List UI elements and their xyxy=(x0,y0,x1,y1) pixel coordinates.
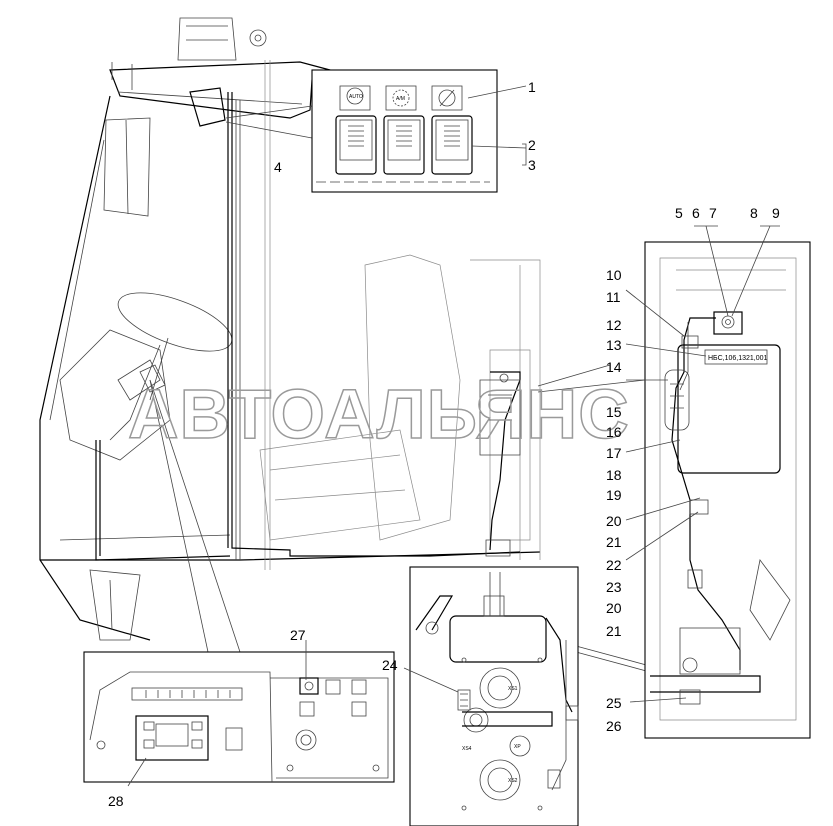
callout-18: 18 xyxy=(606,467,622,483)
connector-mark-xs1: XS1 xyxy=(508,686,518,692)
callout-4: 4 xyxy=(274,159,282,175)
callout-9: 9 xyxy=(772,205,780,221)
callout-21a: 21 xyxy=(606,534,622,550)
callout-6: 6 xyxy=(692,205,700,221)
switch-panel-inset: AUTO A/M xyxy=(311,69,527,193)
callout-20a: 20 xyxy=(606,513,622,529)
connector-mark-xs4: XS4 xyxy=(462,746,472,752)
connector-mark-xp: XP xyxy=(514,744,521,750)
callout-5: 5 xyxy=(675,205,683,221)
rocker-switch-2 xyxy=(383,115,425,175)
callout-1: 1 xyxy=(528,79,536,95)
callout-20b: 20 xyxy=(606,600,622,616)
callout-19: 19 xyxy=(606,487,622,503)
callout-11: 11 xyxy=(606,289,621,305)
callout-24: 24 xyxy=(382,657,398,673)
callout-28: 28 xyxy=(108,793,124,809)
callout-13: 13 xyxy=(606,337,622,353)
dashboard-inset xyxy=(83,640,395,787)
callout-7: 7 xyxy=(709,205,717,221)
cab-outline xyxy=(39,17,541,641)
label-plate: НБС,106,1321,001 xyxy=(708,355,767,362)
callout-8: 8 xyxy=(750,205,758,221)
callout-16: 16 xyxy=(606,424,622,440)
callout-17: 17 xyxy=(606,445,622,461)
rocker-switch-1 xyxy=(335,115,377,175)
watermark: АВТОАЛЬЯНС xyxy=(128,375,630,453)
connector-mark-xs2: XS2 xyxy=(508,778,518,784)
rocker-switch-3 xyxy=(431,115,473,175)
callout-22: 22 xyxy=(606,557,622,573)
inset-leaders xyxy=(149,105,651,673)
callout-10: 10 xyxy=(606,267,622,283)
callout-3: 3 xyxy=(528,157,536,173)
callout-27: 27 xyxy=(290,627,306,643)
callout-25: 25 xyxy=(606,695,622,711)
callout-14: 14 xyxy=(606,359,622,375)
am-switch-icon: A/M xyxy=(396,96,405,102)
callout-26: 26 xyxy=(606,718,622,734)
callout-2: 2 xyxy=(528,137,536,153)
callout-15: 15 xyxy=(606,404,622,420)
callout-labels: 1 2 3 4 5 6 7 8 9 10 11 12 13 14 15 16 1… xyxy=(108,79,780,809)
callout-23: 23 xyxy=(606,579,622,595)
connector-inset: XS1 XS2 XP XS4 xyxy=(403,566,579,826)
auto-switch-icon: AUTO xyxy=(349,94,363,100)
callout-21b: 21 xyxy=(606,623,622,639)
callout-12: 12 xyxy=(606,317,622,333)
controller-inset: НБС,106,1321,001 xyxy=(625,225,811,739)
